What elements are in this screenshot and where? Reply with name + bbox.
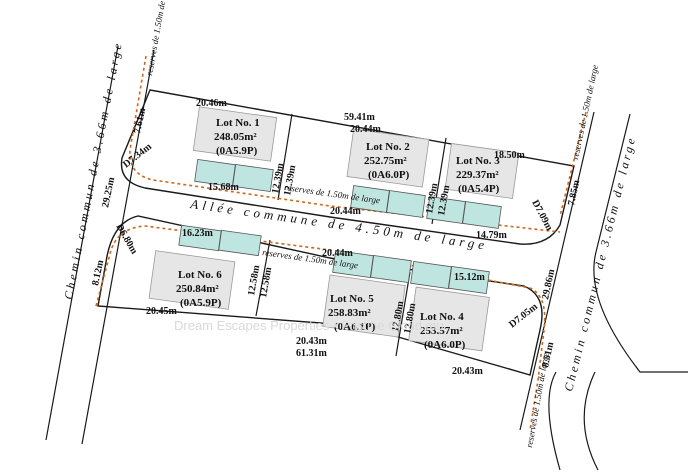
upper-lot-divider-1 — [277, 113, 293, 201]
dim-18-50: 18.50m — [494, 150, 526, 161]
dimension-labels: 7.61m 20.46m 59.41m 20.44m 18.50m D7.34m… — [90, 98, 582, 377]
lot-1-code: (0A5.9P) — [216, 145, 258, 157]
lot-5-area: 258.83m² — [328, 307, 371, 319]
lot-4-area: 253.57m² — [420, 325, 463, 337]
dim-20-44-top: 20.44m — [350, 124, 382, 135]
dim-15-68: 15.68m — [208, 182, 240, 193]
lower-lot-divider-1 — [255, 239, 271, 317]
left-road-edge-outer — [45, 45, 119, 441]
parking-upper-3b — [462, 201, 502, 229]
reserve-label-top-right: reserves de 1.50m de large — [570, 64, 600, 161]
watermark: Dream Escapes Properties • Pristine Clou… — [174, 318, 444, 333]
building-lot-2 — [346, 128, 430, 188]
dim-d7-09: D7.09m — [529, 198, 555, 233]
parking-lower-5b — [370, 255, 412, 283]
lot-6-label: Lot No. 6 250.84m² (0A5.9P) — [176, 269, 222, 309]
lower-block-boundary — [97, 215, 543, 376]
lot-1-label: Lot No. 1 248.05m² (0A5.9P) — [214, 117, 260, 157]
building-lot-4 — [408, 286, 490, 352]
dim-61-31: 61.31m — [296, 348, 328, 359]
roads — [45, 45, 688, 471]
lot-3-area: 229.37m² — [456, 169, 499, 181]
dim-29-86: 29.86m — [540, 268, 557, 301]
dim-59-41: 59.41m — [344, 112, 376, 123]
lot-2-label: Lot No. 2 252.75m² (0A6.0P) — [364, 141, 410, 181]
dim-20-44-lower: 20.44m — [322, 248, 354, 259]
dim-12-39-d: 12.39m — [436, 184, 452, 217]
dim-12-39-b: 12.39m — [282, 164, 298, 197]
dim-20-46: 20.46m — [196, 98, 228, 109]
left-road-edge-inner — [81, 49, 155, 445]
building-lot-5 — [322, 274, 406, 338]
dim-8-51: 8.51m — [540, 340, 556, 368]
dim-12-58-a: 12.58m — [246, 264, 262, 297]
lot-1-area: 248.05m² — [214, 131, 257, 143]
dim-12-80-b: 12.80m — [402, 302, 418, 335]
upper-block-boundary — [120, 89, 575, 245]
dim-20-43-a: 20.43m — [296, 336, 328, 347]
bottom-right-road-curve-2 — [583, 371, 599, 471]
building-lot-3 — [444, 143, 520, 199]
parking-spaces — [178, 159, 502, 294]
dim-8-12: 8.12m — [90, 258, 106, 286]
lot-6-name: Lot No. 6 — [178, 269, 222, 281]
lot-2-area: 252.75m² — [364, 155, 407, 167]
building-lot-1 — [192, 106, 278, 162]
dim-20-45: 20.45m — [146, 306, 178, 317]
dim-7-61: 7.61m — [132, 106, 148, 134]
reserve-label-top-left: reserves de 1.50m de large — [144, 0, 171, 76]
dim-14-79: 14.79m — [476, 230, 508, 241]
dim-d7-05: D7.05m — [507, 301, 540, 330]
lot-4-name: Lot No. 4 — [420, 311, 464, 323]
lot-2-name: Lot No. 2 — [366, 141, 410, 153]
lot-3-code: (0A5.4P) — [458, 183, 500, 195]
parking-lower-4b — [448, 266, 490, 294]
bottom-right-road-curve — [548, 371, 561, 471]
dim-12-39-a: 12.39m — [270, 162, 286, 195]
lot-4-label: Lot No. 4 253.57m² (0A6.0P) — [420, 311, 466, 351]
parking-upper-1b — [232, 164, 274, 192]
building-lot-6 — [148, 250, 236, 310]
lot-6-code: (0A5.9P) — [180, 297, 222, 309]
reserve-left — [129, 55, 561, 233]
lot-5-label: Lot No. 5 258.83m² (0A6.1P) — [328, 293, 376, 333]
dim-20-43-b: 20.43m — [452, 366, 484, 377]
dim-d7-34: D7.34m — [121, 141, 154, 170]
dim-7-85: 7.85m — [566, 178, 582, 206]
lot-4-code: (0A6.0P) — [424, 339, 466, 351]
dim-16-23: 16.23m — [182, 228, 214, 239]
lot-1-name: Lot No. 1 — [216, 117, 260, 129]
dim-12-80-a: 12.80m — [390, 300, 406, 333]
right-road-edge-outer — [519, 111, 595, 431]
lot-2-code: (0A6.0P) — [368, 169, 410, 181]
dim-12-58-b: 12.58m — [258, 266, 274, 299]
parking-upper-2b — [386, 190, 426, 218]
dim-12-39-c: 12.39m — [424, 182, 440, 215]
dim-29-25: 29.25m — [100, 176, 117, 209]
dim-15-12: 15.12m — [454, 272, 486, 283]
dim-20-44-mid: 20.44m — [330, 206, 362, 217]
parking-lower-6b — [218, 229, 262, 257]
lot-3-name: Lot No. 3 — [456, 155, 500, 167]
lower-lot-divider-2 — [395, 271, 411, 357]
lot-6-area: 250.84m² — [176, 283, 219, 295]
lot-3-label: Lot No. 3 229.37m² (0A5.4P) — [456, 155, 500, 195]
lot-5-name: Lot No. 5 — [330, 293, 374, 305]
right-road-edge-inner — [593, 113, 688, 373]
lot-5-code: (0A6.1P) — [334, 321, 376, 333]
buildings — [148, 106, 520, 352]
parking-lower-4a — [410, 261, 452, 289]
